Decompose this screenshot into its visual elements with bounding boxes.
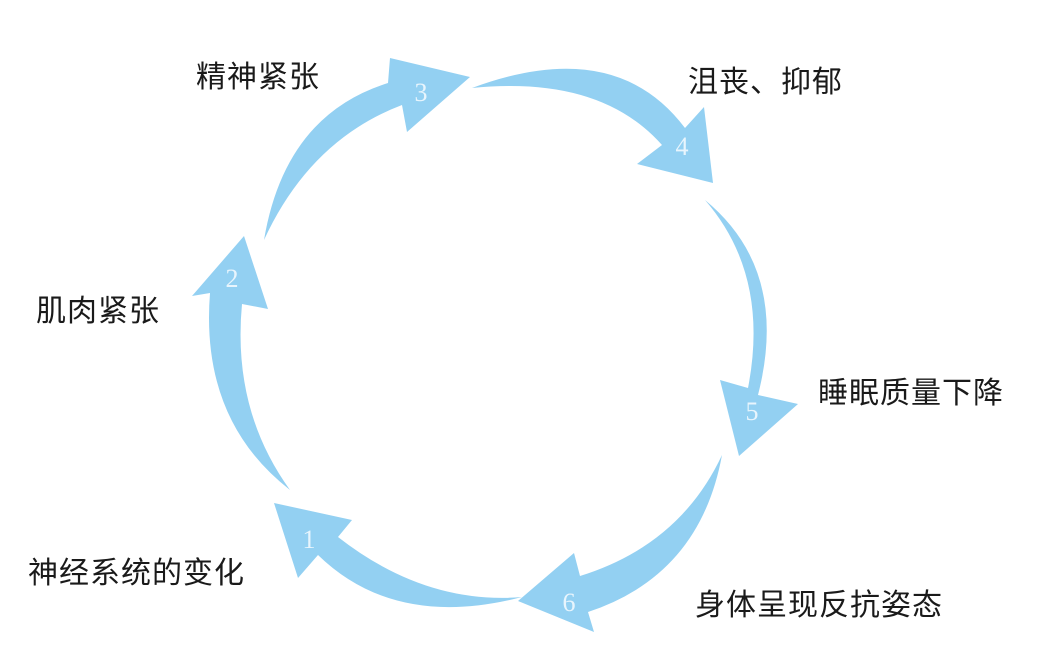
stage-label-3: 精神紧张: [196, 60, 320, 95]
stage-label-4: 沮丧、抑郁: [688, 65, 843, 100]
stage-label-6: 身体呈现反抗姿态: [695, 588, 943, 623]
arrow-1: 1: [274, 503, 522, 608]
arrow-5: 5: [705, 200, 798, 456]
arrow-4-number: 4: [676, 132, 689, 161]
arrow-6: 6: [518, 455, 722, 632]
arrow-2-number: 2: [226, 264, 239, 293]
arrow-6-number: 6: [563, 588, 576, 617]
arrow-1-shape: [274, 503, 522, 608]
arrow-1-number: 1: [303, 525, 316, 554]
arrow-6-shape: [518, 455, 722, 632]
arrow-3-shape: [264, 58, 470, 240]
arrow-5-number: 5: [746, 397, 759, 426]
arrow-3-number: 3: [415, 78, 428, 107]
arrow-5-shape: [705, 200, 798, 456]
arrow-3: 3: [264, 58, 470, 240]
arrow-4: 4: [472, 68, 713, 183]
stage-label-2: 肌肉紧张: [36, 294, 160, 329]
stage-label-5: 睡眠质量下降: [818, 376, 1004, 411]
arrow-4-shape: [472, 68, 713, 183]
arrow-2-shape: [192, 236, 290, 490]
stage-label-1: 神经系统的变化: [28, 556, 245, 591]
arrow-2: 2: [192, 236, 290, 490]
